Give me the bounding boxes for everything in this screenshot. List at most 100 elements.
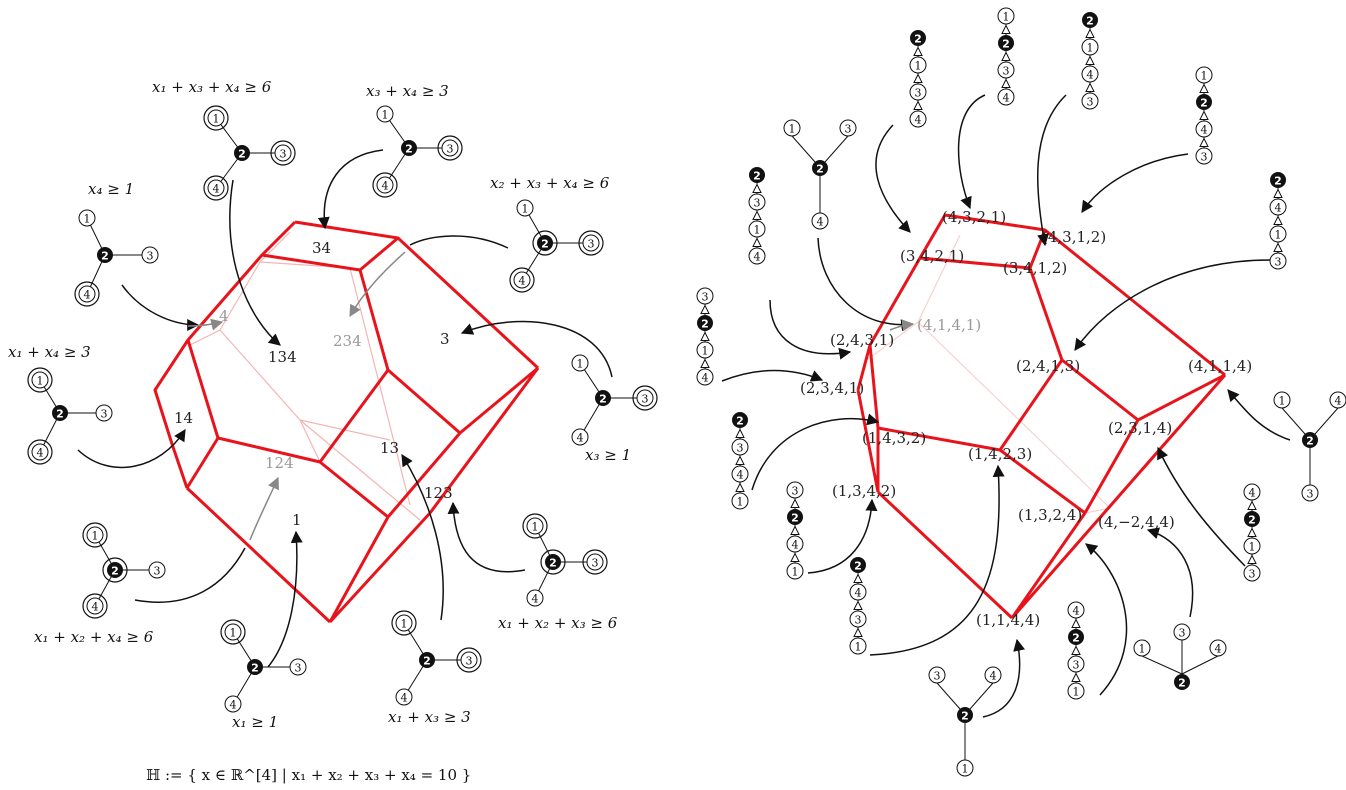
svg-text:2: 2 bbox=[251, 662, 259, 675]
vertex-label-4114: (4,1,1,4) bbox=[1188, 357, 1252, 375]
tree-node-2: 2 bbox=[1082, 12, 1098, 28]
tree-node-3: 3 bbox=[849, 610, 867, 628]
tree-node-3: 3 bbox=[632, 385, 658, 411]
inequality-x3: x₃ ≥ 1 bbox=[585, 446, 631, 464]
tree-node-2: 2 bbox=[732, 412, 748, 428]
tree-node-4: 4 bbox=[571, 428, 589, 446]
tree-node-3: 3 bbox=[1243, 564, 1261, 582]
svg-text:2: 2 bbox=[1248, 514, 1256, 527]
inequality-x1: x₁ ≥ 1 bbox=[232, 713, 278, 731]
svg-text:3: 3 bbox=[147, 250, 154, 263]
inequality-x1x3: x₁ + x₃ ≥ 3 bbox=[388, 708, 471, 726]
svg-text:4: 4 bbox=[1201, 124, 1208, 137]
svg-text:1: 1 bbox=[1201, 70, 1208, 83]
tree-node-3: 3 bbox=[839, 119, 857, 137]
tree-node-3: 3 bbox=[437, 135, 463, 161]
svg-text:4: 4 bbox=[401, 692, 408, 705]
svg-text:4: 4 bbox=[915, 114, 922, 127]
tree-node-4: 4 bbox=[526, 589, 544, 607]
tree-node-1: 1 bbox=[522, 513, 548, 539]
tree-node-2: 2 bbox=[401, 140, 417, 156]
tree-node-4: 4 bbox=[909, 110, 927, 128]
tree-node-1: 1 bbox=[82, 522, 108, 548]
tree-node-1: 1 bbox=[956, 759, 974, 777]
tree-node-3: 3 bbox=[928, 666, 946, 684]
svg-text:4: 4 bbox=[737, 469, 744, 482]
tree-node-2: 2 bbox=[234, 145, 250, 161]
svg-text:3: 3 bbox=[101, 408, 108, 421]
tree-node-2: 2 bbox=[998, 35, 1014, 51]
vertex-label-3421: (3,4,2,1) bbox=[900, 247, 964, 265]
tree-node-2: 2 bbox=[749, 167, 765, 183]
tree-node-4: 4 bbox=[224, 695, 242, 713]
svg-text:1: 1 bbox=[1073, 686, 1080, 699]
tree-node-1: 1 bbox=[696, 341, 714, 359]
svg-text:4: 4 bbox=[1275, 202, 1282, 215]
tree-node-4: 4 bbox=[82, 593, 108, 619]
tree-node-1: 1 bbox=[376, 105, 394, 123]
tree-node-3: 3 bbox=[578, 230, 604, 256]
tree-node-4: 4 bbox=[984, 666, 1002, 684]
svg-text:4: 4 bbox=[855, 587, 862, 600]
svg-text:1: 1 bbox=[737, 496, 744, 509]
tree-node-3: 3 bbox=[141, 246, 159, 264]
svg-text:1: 1 bbox=[792, 566, 799, 579]
vertex-label-4141: (4,1,4,1) bbox=[917, 316, 981, 334]
svg-text:3: 3 bbox=[154, 565, 161, 578]
svg-text:4: 4 bbox=[37, 447, 44, 460]
tree-node-3: 3 bbox=[748, 193, 766, 211]
vertex-label-4312: (4,3,1,2) bbox=[1042, 228, 1106, 246]
tree-node-3: 3 bbox=[696, 287, 714, 305]
left-glyph-4: 1 3 4 2 bbox=[27, 367, 113, 465]
vertex-label-2413: (2,4,1,3) bbox=[1016, 357, 1080, 375]
svg-text:2: 2 bbox=[1200, 97, 1208, 110]
tree-node-1: 1 bbox=[731, 492, 749, 510]
tree-node-2: 2 bbox=[1196, 94, 1212, 110]
tree-node-2: 2 bbox=[812, 160, 828, 176]
svg-text:2: 2 bbox=[1086, 15, 1094, 28]
tree-node-1: 1 bbox=[1273, 391, 1291, 409]
tree-node-1: 1 bbox=[1269, 225, 1287, 243]
tree-node-3: 3 bbox=[1081, 92, 1099, 110]
tree-node-1: 1 bbox=[748, 220, 766, 238]
chain-glyph: 4 2 3 1 bbox=[1067, 601, 1085, 700]
tree-node-3: 3 bbox=[148, 561, 166, 579]
face-label-34: 34 bbox=[312, 239, 331, 257]
hyperplane-definition: ℍ := { x ∈ ℝ^[4] | x₁ + x₂ + x₃ + x₄ = 1… bbox=[146, 766, 471, 784]
tree-node-3: 3 bbox=[270, 140, 296, 166]
svg-text:2: 2 bbox=[56, 408, 64, 421]
svg-text:1: 1 bbox=[37, 375, 44, 388]
svg-text:1: 1 bbox=[401, 618, 408, 631]
tree-node-3: 3 bbox=[289, 658, 307, 676]
tree-node-2: 2 bbox=[1270, 172, 1286, 188]
inequality-x2x3x4: x₂ + x₃ + x₄ ≥ 6 bbox=[490, 174, 610, 192]
svg-text:2: 2 bbox=[753, 170, 761, 183]
svg-text:3: 3 bbox=[754, 197, 761, 210]
chain-glyph: 2 3 1 4 bbox=[748, 167, 766, 265]
tree-node-3: 3 bbox=[1067, 655, 1085, 673]
tree-node-3: 3 bbox=[731, 438, 749, 456]
svg-text:4: 4 bbox=[532, 593, 539, 606]
svg-text:1: 1 bbox=[1275, 229, 1282, 242]
tree-node-2: 2 bbox=[52, 405, 68, 421]
left-gray-arrows bbox=[187, 251, 406, 541]
tree-node-4: 4 bbox=[1329, 391, 1346, 409]
svg-text:4: 4 bbox=[754, 251, 761, 264]
svg-text:4: 4 bbox=[1073, 605, 1080, 618]
tree-node-1: 1 bbox=[220, 619, 246, 645]
tree-node-2: 2 bbox=[1244, 511, 1260, 527]
vertex-label-1423: (1,4,2,3) bbox=[968, 445, 1032, 463]
svg-text:3: 3 bbox=[1179, 627, 1186, 640]
tree-node-2: 2 bbox=[532, 230, 558, 256]
svg-text:2: 2 bbox=[1072, 632, 1080, 645]
svg-text:4: 4 bbox=[382, 180, 389, 193]
svg-text:4: 4 bbox=[1335, 395, 1342, 408]
